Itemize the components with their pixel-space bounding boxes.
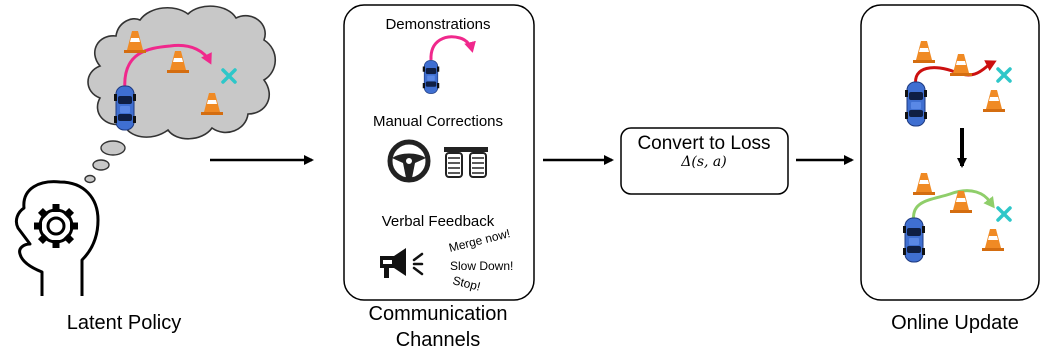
thought-bubble-large	[100, 140, 126, 156]
head-gear-icon	[14, 180, 100, 296]
pedals-icon	[444, 147, 488, 178]
car-icon	[422, 60, 440, 94]
car-icon	[904, 81, 928, 127]
channels-label-line2: Channels	[396, 329, 481, 351]
thought-cloud	[84, 5, 277, 184]
speech-slow-down: Slow Down!	[450, 259, 513, 273]
car-icon	[902, 217, 926, 263]
steering-wheel-icon	[387, 139, 431, 183]
online-update-label: Online Update	[891, 312, 1019, 334]
latent-policy-label: Latent Policy	[67, 312, 182, 334]
path-green	[912, 189, 995, 223]
planned-path-magenta	[123, 43, 212, 91]
verbal-feedback-label: Verbal Feedback	[382, 213, 495, 230]
speech-stop: Stop!	[451, 273, 482, 293]
car-icon	[113, 85, 137, 131]
demo-path-magenta	[429, 35, 476, 61]
megaphone-icon	[380, 248, 424, 278]
loss-box	[620, 127, 789, 195]
demonstrations-label: Demonstrations	[385, 16, 490, 33]
thought-bubble-small	[84, 174, 96, 184]
online-box	[860, 4, 1040, 301]
manual-corrections-label: Manual Corrections	[373, 113, 503, 130]
channels-box	[343, 4, 535, 301]
loss-title: Convert to Loss	[637, 133, 770, 154]
channels-label-line1: Communication	[369, 303, 508, 325]
loss-formula: Δ(s, a)	[680, 154, 726, 170]
thought-bubble-mid	[92, 159, 110, 171]
